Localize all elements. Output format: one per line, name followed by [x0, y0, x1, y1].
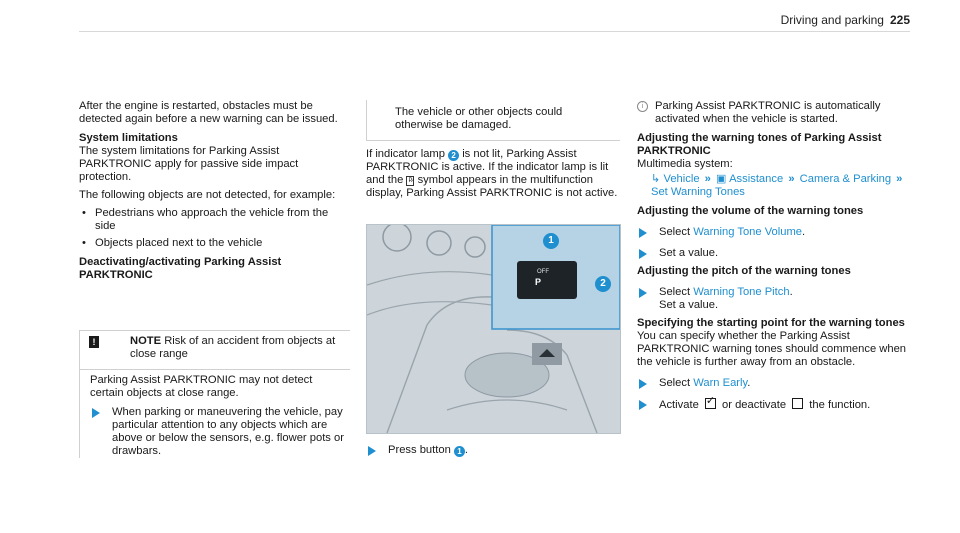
start-text: You can specify whether the Parking Assi…: [637, 330, 907, 368]
warning-tone-volume-item[interactable]: Warning Tone Volume: [693, 226, 803, 238]
warning-continued: The vehicle or other objects could other…: [366, 100, 620, 141]
activate-step: Activate or deactivate the function.: [637, 395, 912, 412]
warning-icon: !: [89, 336, 99, 348]
header-divider: [79, 31, 910, 32]
action-arrow-icon: [639, 228, 647, 238]
action-arrow-icon: [639, 400, 647, 410]
note-label: NOTE: [130, 335, 162, 347]
note-risk: Risk of an accident from objects at clos…: [130, 335, 336, 360]
note-action-text: When parking or maneuvering the vehicle,…: [112, 406, 344, 457]
volume-title: Adjusting the volume of the warning tone…: [637, 205, 864, 217]
multimedia-label: Multimedia system:: [637, 158, 733, 170]
set-value-text: Set a value.: [659, 299, 719, 311]
path-assistance[interactable]: Assistance: [729, 173, 784, 185]
pitch-title: Adjusting the pitch of the warning tones: [637, 265, 851, 277]
path-camera-parking[interactable]: Camera & Parking: [799, 173, 892, 185]
checked-checkbox-icon: [704, 395, 716, 409]
select-label: Select: [659, 226, 691, 238]
path-start-icon: ↳: [651, 173, 661, 185]
info-text: Parking Assist PARKTRONIC is automatical…: [655, 100, 881, 125]
note-header: ! NOTE Risk of an accident from objects …: [80, 330, 350, 370]
press-text: Press button: [388, 444, 451, 456]
column-3: i Parking Assist PARKTRONIC is automatic…: [637, 100, 912, 412]
callout-2-icon: 2: [595, 276, 611, 292]
callout-2-icon: 2: [448, 150, 460, 161]
action-arrow-icon: [368, 446, 376, 456]
info-icon: i: [637, 101, 648, 112]
action-arrow-icon: [639, 249, 647, 259]
function-text: the function.: [809, 399, 871, 411]
warn-early-step: Select Warn Early.: [637, 377, 912, 390]
start-title: Specifying the starting point for the wa…: [637, 317, 905, 329]
warning-continued-text: The vehicle or other objects could other…: [395, 106, 563, 131]
deactivate-text: or deactivate: [722, 399, 787, 411]
set-value-text: Set a value.: [659, 247, 719, 259]
select-label: Select: [659, 377, 691, 389]
action-arrow-icon: [92, 408, 100, 418]
not-detected-text: The following objects are not detected, …: [79, 189, 336, 201]
menu-path: ↳ Vehicle » ▣ Assistance » Camera & Park…: [637, 173, 912, 199]
path-separator-icon: »: [788, 173, 795, 185]
callout-1-icon: 1: [543, 233, 559, 249]
lamp-text-a: If indicator lamp: [366, 148, 445, 160]
column-1: After the engine is restarted, obstacles…: [79, 100, 351, 282]
car-icon: ▣: [716, 173, 727, 185]
intro-text: After the engine is restarted, obstacles…: [79, 100, 338, 125]
volume-step: Select Warning Tone Volume.: [637, 226, 912, 239]
parktronic-off-icon: P̷: [406, 176, 415, 186]
button-p-label: P: [535, 277, 542, 287]
activate-text: Activate: [659, 399, 699, 411]
press-end: .: [464, 444, 469, 456]
adjust-title: Adjusting the warning tones of Parking A…: [637, 132, 882, 157]
list-item: •Pedestrians who approach the vehicle fr…: [82, 207, 329, 232]
action-arrow-icon: [639, 288, 647, 298]
info-note: i Parking Assist PARKTRONIC is automatic…: [637, 100, 912, 126]
note-box: ! NOTE Risk of an accident from objects …: [79, 330, 350, 458]
limits-text: The system limitations for Parking Assis…: [79, 145, 299, 183]
section-title: Driving and parking: [780, 13, 884, 27]
limits-title: System limitations: [79, 132, 178, 144]
list-item: •Objects placed next to the vehicle: [82, 237, 263, 249]
pitch-step: Select Warning Tone Pitch. Set a value.: [637, 286, 912, 312]
warning-tone-pitch-item[interactable]: Warning Tone Pitch: [693, 286, 790, 298]
note-text: Parking Assist PARKTRONIC may not detect…: [90, 374, 313, 399]
unchecked-checkbox-icon: [792, 398, 804, 409]
warn-early-item[interactable]: Warn Early: [693, 377, 748, 389]
page-header: Driving and parking 225: [781, 14, 910, 27]
page-number: 225: [889, 13, 910, 27]
note-action: When parking or maneuvering the vehicle,…: [90, 406, 350, 458]
press-button-step: Press button 1.: [366, 444, 638, 457]
deactivate-title: Deactivating/activating Parking Assist P…: [79, 256, 282, 281]
console-illustration: [367, 225, 620, 433]
button-off-label: OFF: [537, 269, 549, 275]
list-item-text: Pedestrians who approach the vehicle fro…: [95, 207, 329, 232]
set-value-step: Set a value.: [637, 247, 912, 260]
lamp-text-c: symbol appears in the multifunction disp…: [366, 174, 618, 199]
list-item-text: Objects placed next to the vehicle: [95, 237, 263, 249]
path-set-warning-tones[interactable]: Set Warning Tones: [651, 186, 745, 198]
callout-1-icon: 1: [453, 446, 465, 457]
path-vehicle[interactable]: Vehicle: [663, 173, 700, 185]
lamp-text-b: is not lit, Parking Assist PARKTRONIC is…: [366, 148, 609, 186]
path-separator-icon: »: [704, 173, 711, 185]
select-label: Select: [659, 286, 691, 298]
lamp-text: If indicator lamp 2 is not lit, Parking …: [366, 148, 622, 200]
action-arrow-icon: [639, 379, 647, 389]
figure-center-console: OFF P 1 2: [366, 224, 621, 434]
path-separator-icon: »: [896, 173, 903, 185]
